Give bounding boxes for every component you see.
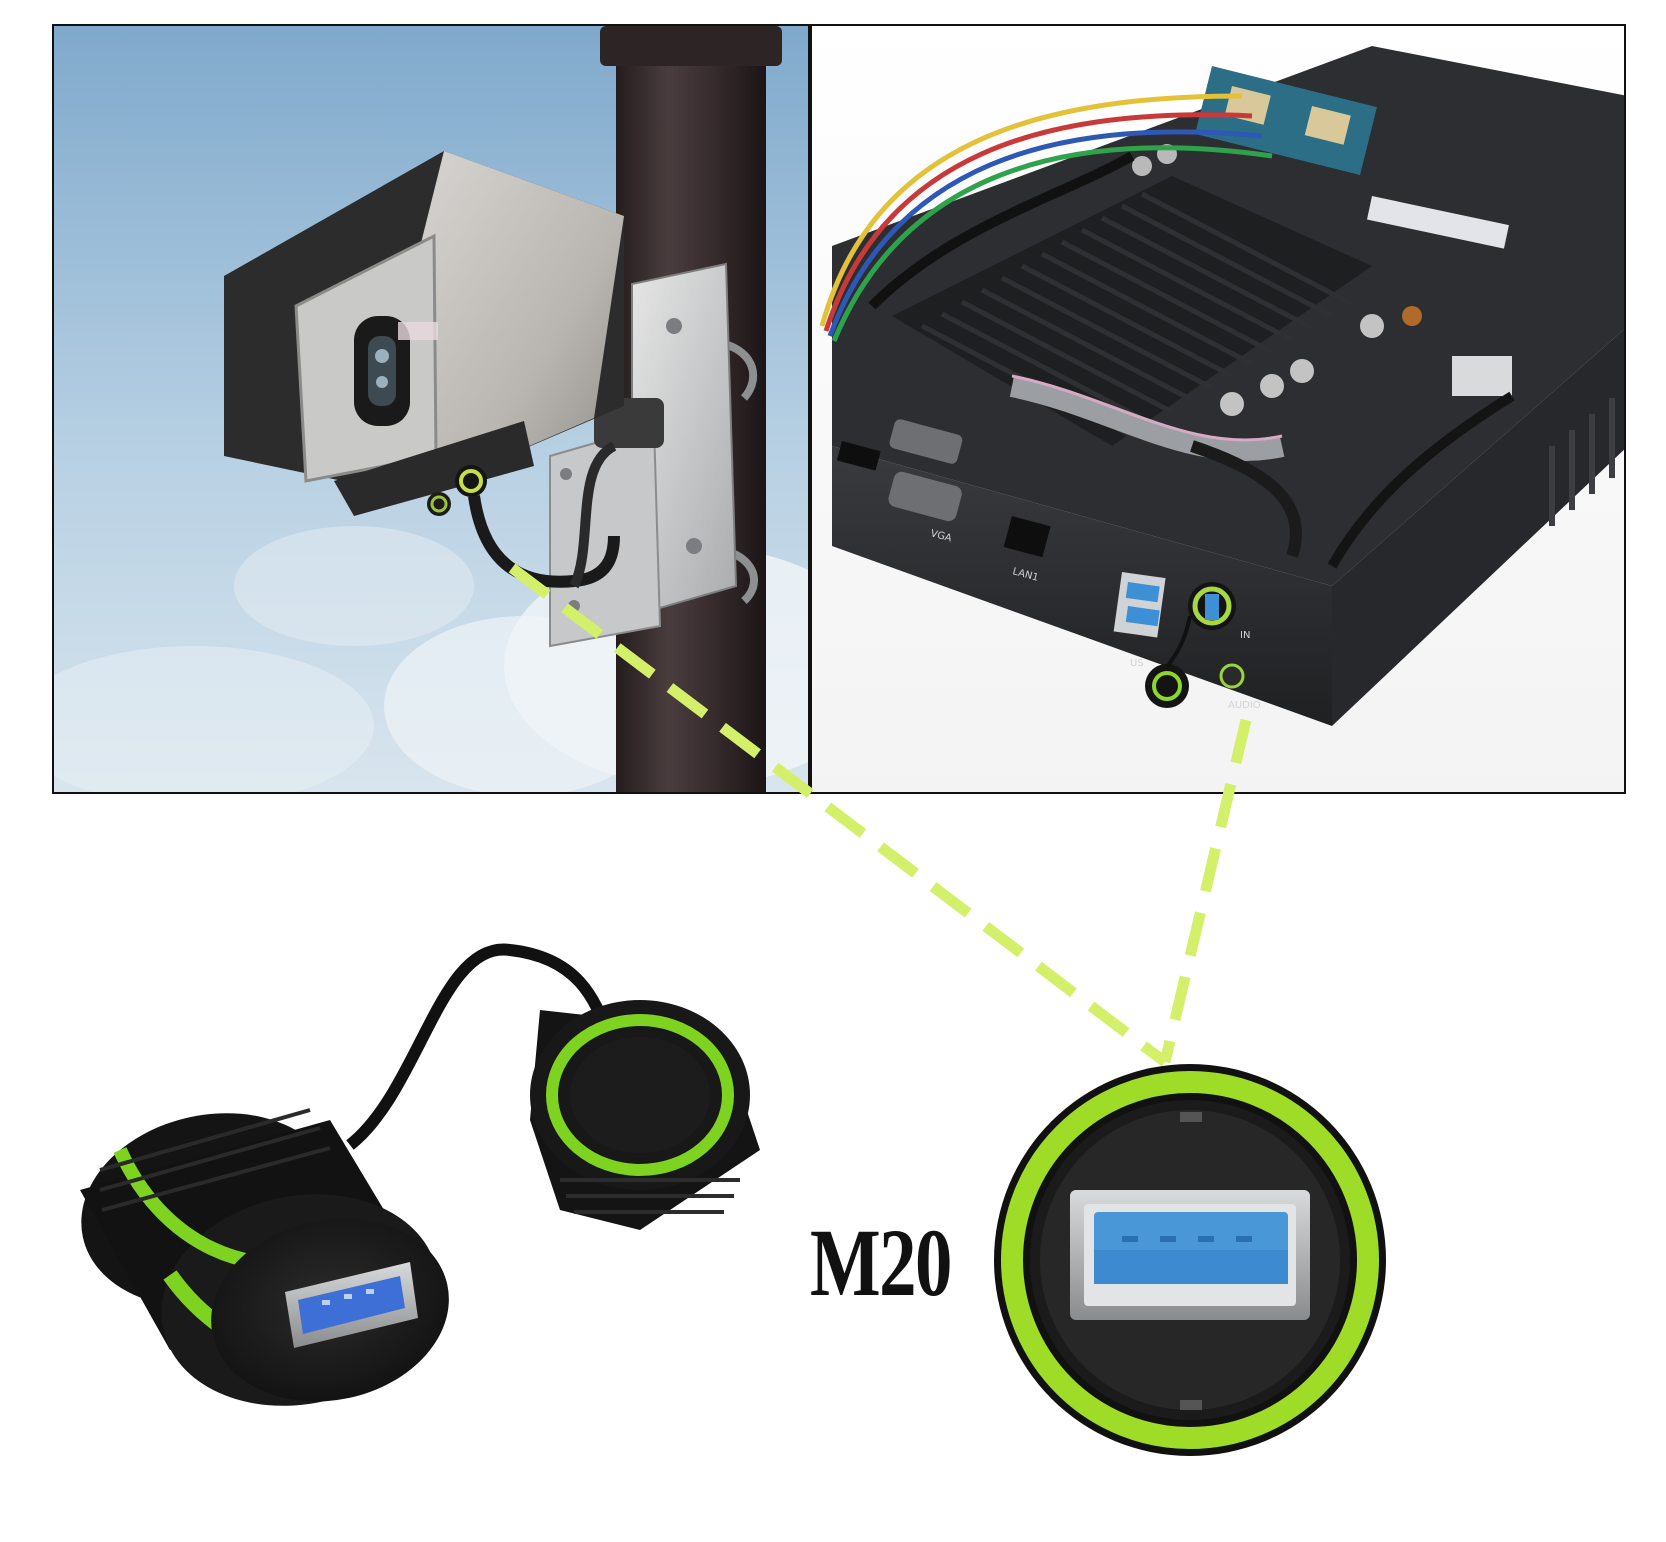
m20-size-label: M20 bbox=[810, 1209, 952, 1316]
usb-port-closeup-icon bbox=[994, 1064, 1386, 1456]
in-port-label: IN bbox=[1240, 630, 1250, 641]
mini-pc-icon: VGA LAN1 US IN AUDIO bbox=[812, 26, 1624, 792]
security-camera-icon bbox=[54, 26, 808, 792]
waterproof-usb-connector-icon bbox=[80, 943, 626, 1406]
vga-port-label: VGA bbox=[929, 528, 953, 544]
camera-photo-panel bbox=[52, 24, 810, 794]
usb-port-label: US bbox=[1130, 658, 1144, 669]
audio-port-label: AUDIO bbox=[1228, 700, 1261, 711]
dust-cap-icon bbox=[530, 1000, 760, 1230]
mini-pc-photo-panel: VGA LAN1 US IN AUDIO bbox=[810, 24, 1626, 794]
